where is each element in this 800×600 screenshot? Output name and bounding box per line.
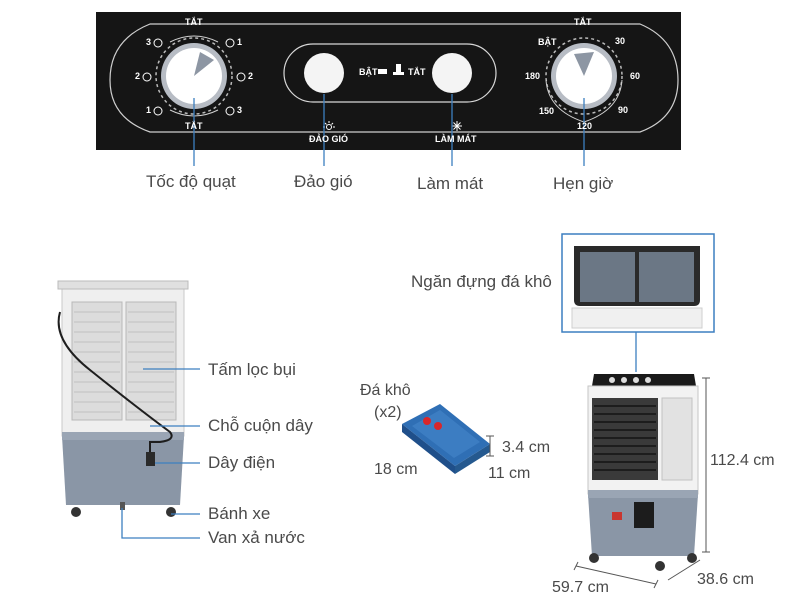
front-dimension-lines bbox=[573, 377, 710, 589]
switch-state-icons bbox=[378, 64, 404, 75]
ice-dimension-lines bbox=[486, 435, 494, 457]
timer-dial[interactable] bbox=[545, 37, 623, 123]
timer-mark-180: 180 bbox=[525, 71, 541, 81]
unit-width: 59.7 cm bbox=[552, 579, 609, 596]
fan-mark-right-2: 2 bbox=[248, 71, 254, 81]
switch-on-label: BẬT bbox=[359, 67, 378, 77]
panel-callout-lines bbox=[193, 94, 585, 166]
fan-speed-dial[interactable] bbox=[155, 35, 233, 117]
drain-valve-label: Van xả nước bbox=[208, 528, 305, 547]
unit-depth: 38.6 cm bbox=[697, 571, 754, 588]
fan-dial-off-bottom: TẮT bbox=[185, 121, 203, 131]
switch-off-label: TẮT bbox=[408, 67, 426, 77]
wheels-label: Bánh xe bbox=[208, 504, 271, 523]
timer-mark-30: 30 bbox=[615, 36, 626, 46]
timer-callout: Hẹn giờ bbox=[553, 174, 614, 193]
timer-mark-on: BẬT bbox=[538, 37, 557, 47]
ice-compartment-label: Ngăn đựng đá khô bbox=[411, 272, 552, 291]
swing-button-label: ĐẢO GIÓ bbox=[309, 134, 349, 144]
timer-mark-60: 60 bbox=[630, 71, 641, 81]
filter-label: Tấm lọc bụi bbox=[208, 360, 296, 379]
ice-pack-width: 11 cm bbox=[488, 465, 531, 482]
ice-pack-thickness: 3.4 cm bbox=[502, 439, 551, 456]
control-panel bbox=[96, 12, 681, 150]
fan-speed-callout: Tốc độ quạt bbox=[146, 172, 236, 191]
swing-callout: Đảo gió bbox=[294, 172, 353, 191]
ice-pack bbox=[402, 404, 490, 474]
timer-mark-150: 150 bbox=[539, 106, 555, 116]
timer-mark-off: TẮT bbox=[574, 17, 592, 27]
power-cord-label: Dây điện bbox=[208, 453, 276, 472]
ice-pack-title: Đá khô bbox=[360, 382, 411, 399]
fan-mark-icons bbox=[142, 38, 246, 116]
fan-mark-left-1: 1 bbox=[146, 105, 152, 115]
ice-compartment-inset bbox=[561, 233, 715, 372]
fan-mark-left-3: 3 bbox=[146, 37, 152, 47]
unit-height: 112.4 cm bbox=[710, 452, 775, 469]
cord-wrap-label: Chỗ cuộn dây bbox=[208, 416, 313, 435]
fan-mark-right-1: 1 bbox=[237, 37, 243, 47]
timer-mark-90: 90 bbox=[618, 105, 629, 115]
swing-button[interactable] bbox=[304, 53, 344, 93]
front-view-unit bbox=[587, 374, 699, 571]
snowflake-icon bbox=[452, 121, 462, 131]
timer-mark-120: 120 bbox=[577, 121, 593, 131]
ice-pack-length: 18 cm bbox=[374, 461, 418, 478]
cool-button[interactable] bbox=[432, 53, 472, 93]
fan-dial-off-top: TẮT bbox=[185, 17, 203, 27]
fan-mark-left-2: 2 bbox=[135, 71, 141, 81]
cool-button-label: LÀM MÁT bbox=[435, 134, 477, 144]
rear-callout-lines bbox=[121, 368, 200, 539]
cooling-callout: Làm mát bbox=[417, 174, 484, 193]
fan-mark-right-3: 3 bbox=[237, 105, 243, 115]
ice-pack-quantity: (x2) bbox=[374, 404, 402, 421]
rear-view-unit bbox=[57, 280, 189, 517]
